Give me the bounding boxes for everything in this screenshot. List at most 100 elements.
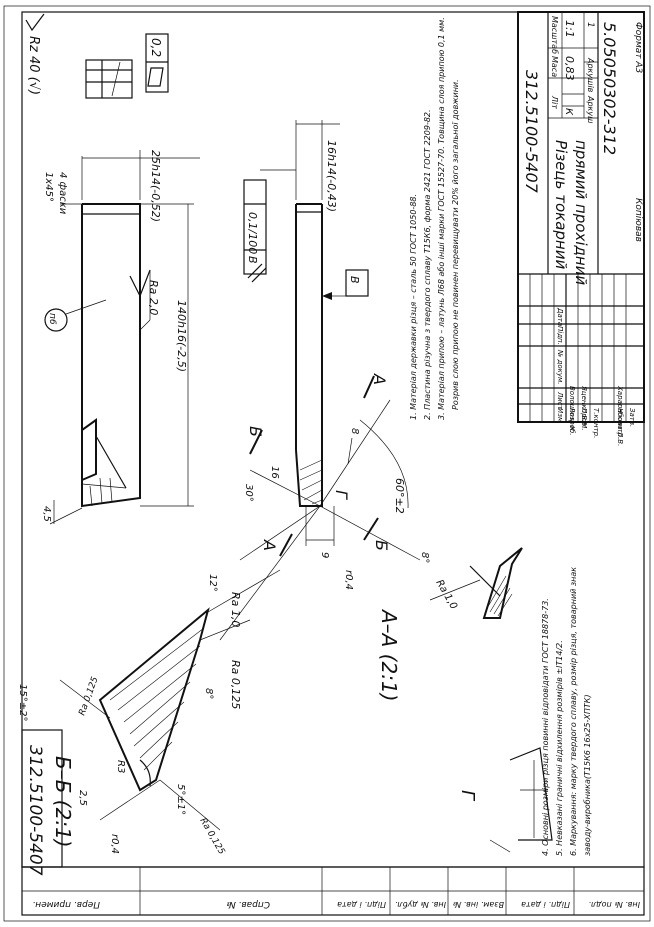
pos-number: п6 xyxy=(47,313,57,325)
part-name-2: прямий прохідний xyxy=(572,140,590,285)
svg-text:5. Невказані граничні відхилен: 5. Невказані граничні відхилення розмірі… xyxy=(555,640,564,856)
dim-30: 30° xyxy=(243,484,254,502)
margin-cell-1: Підп. і дата xyxy=(337,900,386,909)
svg-text:заводу-виробника(Т15К6 16х25-Х: заводу-виробника(Т15К6 16х25-ХПТК) xyxy=(583,694,592,856)
dim-60: 60°±2 xyxy=(393,478,406,514)
corner-designation: 312.5100-5407 xyxy=(21,729,63,876)
dim-4-5: 4,5 xyxy=(41,506,52,522)
title-block: 312.5100-5407 Різець токарний прямий про… xyxy=(517,11,645,446)
svg-text:Rz 40 (√): Rz 40 (√) xyxy=(26,36,41,95)
general-roughness: Rz 40 (√) xyxy=(25,13,45,95)
section-aa xyxy=(429,547,523,619)
svg-text:3. Матеріал припою – латунь Л6: 3. Матеріал припою – латунь Л68 або інші… xyxy=(437,17,446,420)
view-aa-label: А–А (2:1) xyxy=(377,608,401,702)
dim-r04a: r0,4 xyxy=(343,570,354,590)
sec-b-top: Б xyxy=(246,426,265,437)
name-nkontr: Харарабова Л.В. xyxy=(616,385,624,446)
scale-value: 1:1 xyxy=(563,20,576,38)
name-razrob: Волошина К. xyxy=(568,386,576,433)
tip-geometry xyxy=(219,375,421,641)
sheets-count: 1 xyxy=(585,22,595,28)
dim-8deg: 8° xyxy=(419,552,430,563)
rough-ra0125-3: Ra 0,125 xyxy=(197,817,226,857)
margin-cell-sprav: Справ. № xyxy=(226,899,270,909)
dim-15: 15°±2° xyxy=(17,684,28,721)
dim-r04b: r0,4 xyxy=(109,834,120,854)
rough-ra10-aa: Ra 1,0 xyxy=(433,578,459,611)
margin-cell-perv: Перв. примен. xyxy=(32,899,100,909)
margin-cell-4: Підп. і дата xyxy=(521,900,570,909)
svg-text:Розрив слою припою не повинен: Розрив слою припою не повинен перевищува… xyxy=(451,79,460,410)
svg-text:№ докум.: № докум. xyxy=(556,349,564,385)
sec-g: Г xyxy=(332,490,351,500)
dim-height: 16h14(-0,43) xyxy=(325,140,338,212)
notes-top: 1. Матеріал державки різця – сталь 50 ГО… xyxy=(409,17,460,420)
view-g xyxy=(489,747,553,853)
dim-8: 8 xyxy=(349,428,360,434)
svg-text:312.5100-5407: 312.5100-5407 xyxy=(25,745,45,876)
role-tkontr: Т.контр. xyxy=(592,408,600,438)
margin-cell-3: Взам. інв. № xyxy=(453,900,504,909)
svg-text:Лист: Лист xyxy=(556,391,564,411)
sheets-label: Аркушів xyxy=(586,57,595,93)
tool-side-view xyxy=(243,120,369,507)
svg-text:Дата: Дата xyxy=(556,307,564,326)
view-bb-label: Б–Б (2:1) xyxy=(51,756,75,848)
sheet-border xyxy=(3,5,651,922)
margin-cell-5: Інв. № подл. xyxy=(588,900,640,909)
lit-header: Літ xyxy=(550,95,559,109)
dim-12: 12° xyxy=(207,574,218,592)
main-view-dims xyxy=(44,150,200,525)
tool-shank-main xyxy=(81,203,141,508)
dim-8-bb: 8° xyxy=(203,688,214,699)
notes-bottom: 4. Основні розміри різця повинні відпові… xyxy=(541,567,592,856)
format-label: Формат А3 xyxy=(633,22,643,74)
dim-width: 25h14(-0,52) xyxy=(149,150,162,222)
role-zatv: Затв. xyxy=(628,408,636,427)
insert-detail xyxy=(85,59,133,99)
dim-chamfer-note: 4 фаски xyxy=(57,172,68,215)
dim-9: 9 xyxy=(319,552,330,558)
material-label: Копіював xyxy=(633,198,643,242)
dim-chamfer: 1x45° xyxy=(43,172,54,202)
svg-text:2. Пластина різучна з твердого: 2. Пластина різучна з твердого сплаву Т1… xyxy=(423,109,432,420)
role-prov: Пров. xyxy=(580,408,588,428)
section-bb xyxy=(59,569,281,831)
svg-text:0,2: 0,2 xyxy=(149,38,163,57)
dim-r3: R3 xyxy=(115,760,126,773)
svg-text:4. Основні розміри різця повин: 4. Основні розміри різця повинні відпові… xyxy=(541,598,550,856)
rough-ra10: Ra 1,0 xyxy=(229,592,242,627)
margin-cell-2: Інв. № дубл. xyxy=(395,900,446,909)
svg-text:1. Матеріал державки різця – с: 1. Матеріал державки різця – сталь 50 ГО… xyxy=(409,194,418,420)
rough-ra0125-1: Ra 0,125 xyxy=(229,660,242,709)
name-prov: Яценко В.М. xyxy=(580,385,588,431)
parallelism-value: 0,1/100 xyxy=(246,212,259,254)
letter-value: К xyxy=(563,108,574,116)
svg-text:Изм: Изм xyxy=(556,408,564,423)
dim-16: 16 xyxy=(269,466,280,479)
flatness-frame: 0,2 xyxy=(145,33,169,93)
parallelism-datum: В xyxy=(246,256,259,264)
mass-value: 0,83 xyxy=(563,56,576,81)
view-g-label: Г xyxy=(457,790,478,802)
scale-header: Масштаб xyxy=(550,16,559,54)
dim-2-5: 2,5 xyxy=(77,790,88,806)
mass-header: Маса xyxy=(550,56,559,77)
datum-b: В xyxy=(348,276,361,284)
bottom-margin-strip: Перв. примен. Справ. № Підп. і дата Інв.… xyxy=(21,866,645,916)
sheet-label: Аркуш xyxy=(586,95,595,124)
sec-a-top: А xyxy=(370,373,389,385)
dim-length: 140h16(-2,5) xyxy=(175,300,188,372)
part-name-1: Різець токарний xyxy=(552,140,570,269)
role-razrob: Розроб. xyxy=(568,408,576,436)
role-nkontr: Н.контр. xyxy=(616,408,624,439)
rough-ra20: Ra 2,0 xyxy=(147,280,160,315)
designation: 312.5100-5407 xyxy=(522,70,541,194)
svg-text:6. Маркування: марку твердого: 6. Маркування: марку твердого сплаву, ро… xyxy=(569,567,578,856)
doc-code: 5.05050302-312 xyxy=(600,22,619,155)
sec-a-bottom: А xyxy=(260,539,279,551)
svg-text:Підп.: Підп. xyxy=(556,326,564,345)
sec-b-bottom: Б xyxy=(372,540,391,551)
dim-5deg: 5°±1° xyxy=(175,784,186,815)
